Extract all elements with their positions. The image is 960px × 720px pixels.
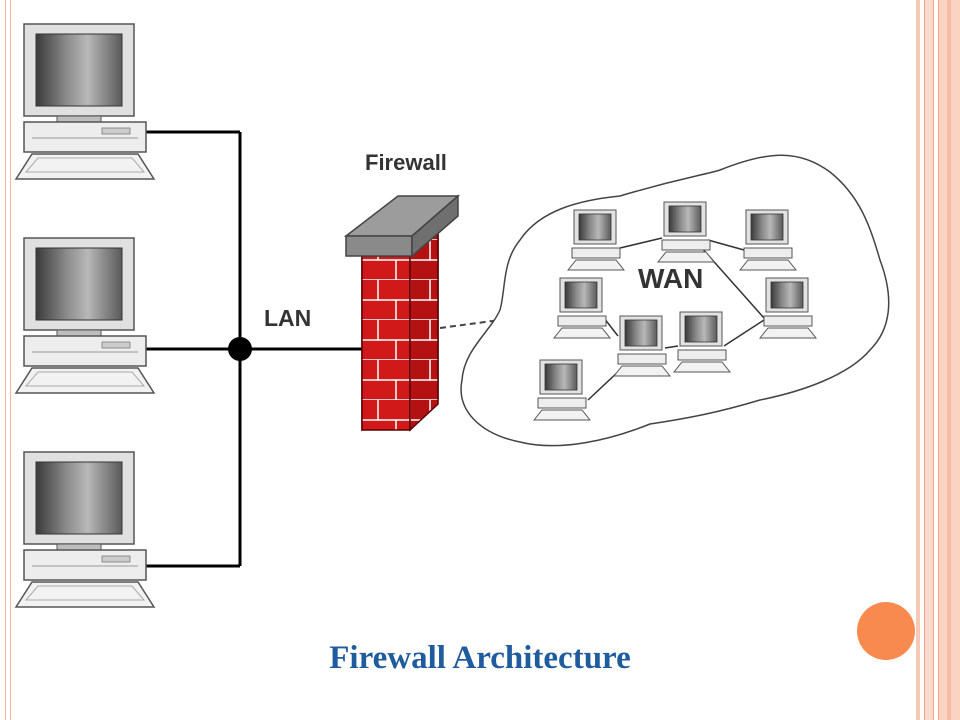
lan-computer-3 (15, 451, 155, 608)
right-frame-border (916, 0, 960, 720)
left-frame-border (5, 0, 11, 720)
lan-computer-2 (15, 237, 155, 394)
wan-computer-6 (613, 315, 671, 377)
accent-circle (857, 602, 915, 660)
wan-cloud (460, 154, 890, 447)
wan-computer-4 (553, 277, 611, 339)
wan-computer-5 (759, 277, 817, 339)
slide-caption: Firewall Architecture (329, 640, 631, 676)
wan-computer-8 (533, 359, 591, 421)
firewall-wall (343, 194, 461, 432)
wan-label: WAN (638, 263, 703, 294)
wan-computer-2 (657, 201, 715, 263)
lan-bus (146, 130, 370, 568)
wan-computer-7 (673, 311, 731, 373)
firewall-label: Firewall (365, 150, 447, 175)
wan-computer-3 (739, 209, 797, 271)
lan-computer-1 (15, 23, 155, 180)
wan-computer-1 (567, 209, 625, 271)
lan-hub-node (228, 337, 252, 361)
lan-label: LAN (264, 305, 311, 331)
